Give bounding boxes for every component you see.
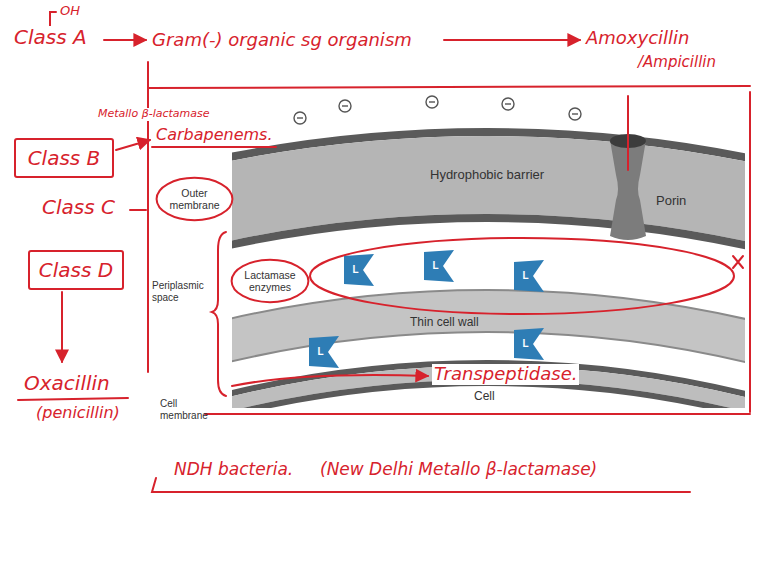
part-name: Hydrophobic barrier — [430, 168, 544, 183]
enzyme-letter: L — [352, 264, 358, 276]
enzyme-shape — [423, 249, 457, 283]
enzyme-shape — [513, 259, 547, 293]
part-name: Lactamase enzymes — [241, 269, 300, 293]
handwritten-note: /Ampicillin — [636, 54, 718, 71]
class-box: Class B — [14, 138, 114, 178]
handwritten-note: Class A — [12, 26, 89, 49]
membrane-bands — [232, 132, 745, 408]
class-box: Class D — [28, 250, 124, 290]
enzyme-letter: L — [317, 346, 323, 358]
lactamase-enzyme: L — [513, 327, 547, 361]
enzyme-shape — [513, 327, 547, 361]
circled-label: Outer membrane — [155, 176, 234, 222]
handwritten-note: OH — [58, 4, 82, 19]
lactamase-enzyme: L — [513, 259, 547, 293]
part-name: Periplasmic space — [152, 280, 214, 303]
part-name: Outer membrane — [166, 187, 224, 211]
handwritten-note: Metallo β-lactamase — [96, 108, 212, 121]
part-name: Thin cell wall — [410, 316, 479, 330]
handwritten-note: NDH bacteria. — [172, 460, 295, 480]
enzyme-shape — [343, 253, 377, 287]
lactamase-enzyme: L — [308, 335, 342, 369]
handwritten-note: Transpeptidase. — [432, 364, 579, 385]
handwritten-note: Oxacillin — [22, 372, 112, 395]
handwritten-note: Gram(-) organic sg organism — [150, 30, 414, 51]
handwritten-note: (New Delhi Metallo β-lactamase) — [318, 460, 599, 480]
red-annotations — [18, 12, 750, 492]
handwritten-note: (penicillin) — [34, 404, 122, 422]
handwritten-note: Amoxycillin — [584, 28, 691, 49]
enzyme-letter: L — [522, 270, 528, 282]
negative-charges — [294, 96, 581, 124]
lactamase-enzyme: L — [343, 253, 377, 287]
part-name: Cell membrane — [160, 398, 212, 421]
class-name: Class B — [28, 147, 101, 170]
lactamase-enzyme: L — [423, 249, 457, 283]
enzyme-shape — [308, 335, 342, 369]
handwritten-note: Class C — [40, 196, 117, 219]
part-name: Porin — [656, 194, 686, 209]
circled-label: Lactamase enzymes — [230, 258, 310, 304]
class-name: Class D — [39, 259, 113, 282]
handwritten-note: Carbapenems. — [154, 126, 275, 144]
enzyme-letter: L — [522, 338, 528, 350]
enzyme-letter: L — [432, 260, 438, 272]
part-name: Cell — [474, 390, 495, 404]
